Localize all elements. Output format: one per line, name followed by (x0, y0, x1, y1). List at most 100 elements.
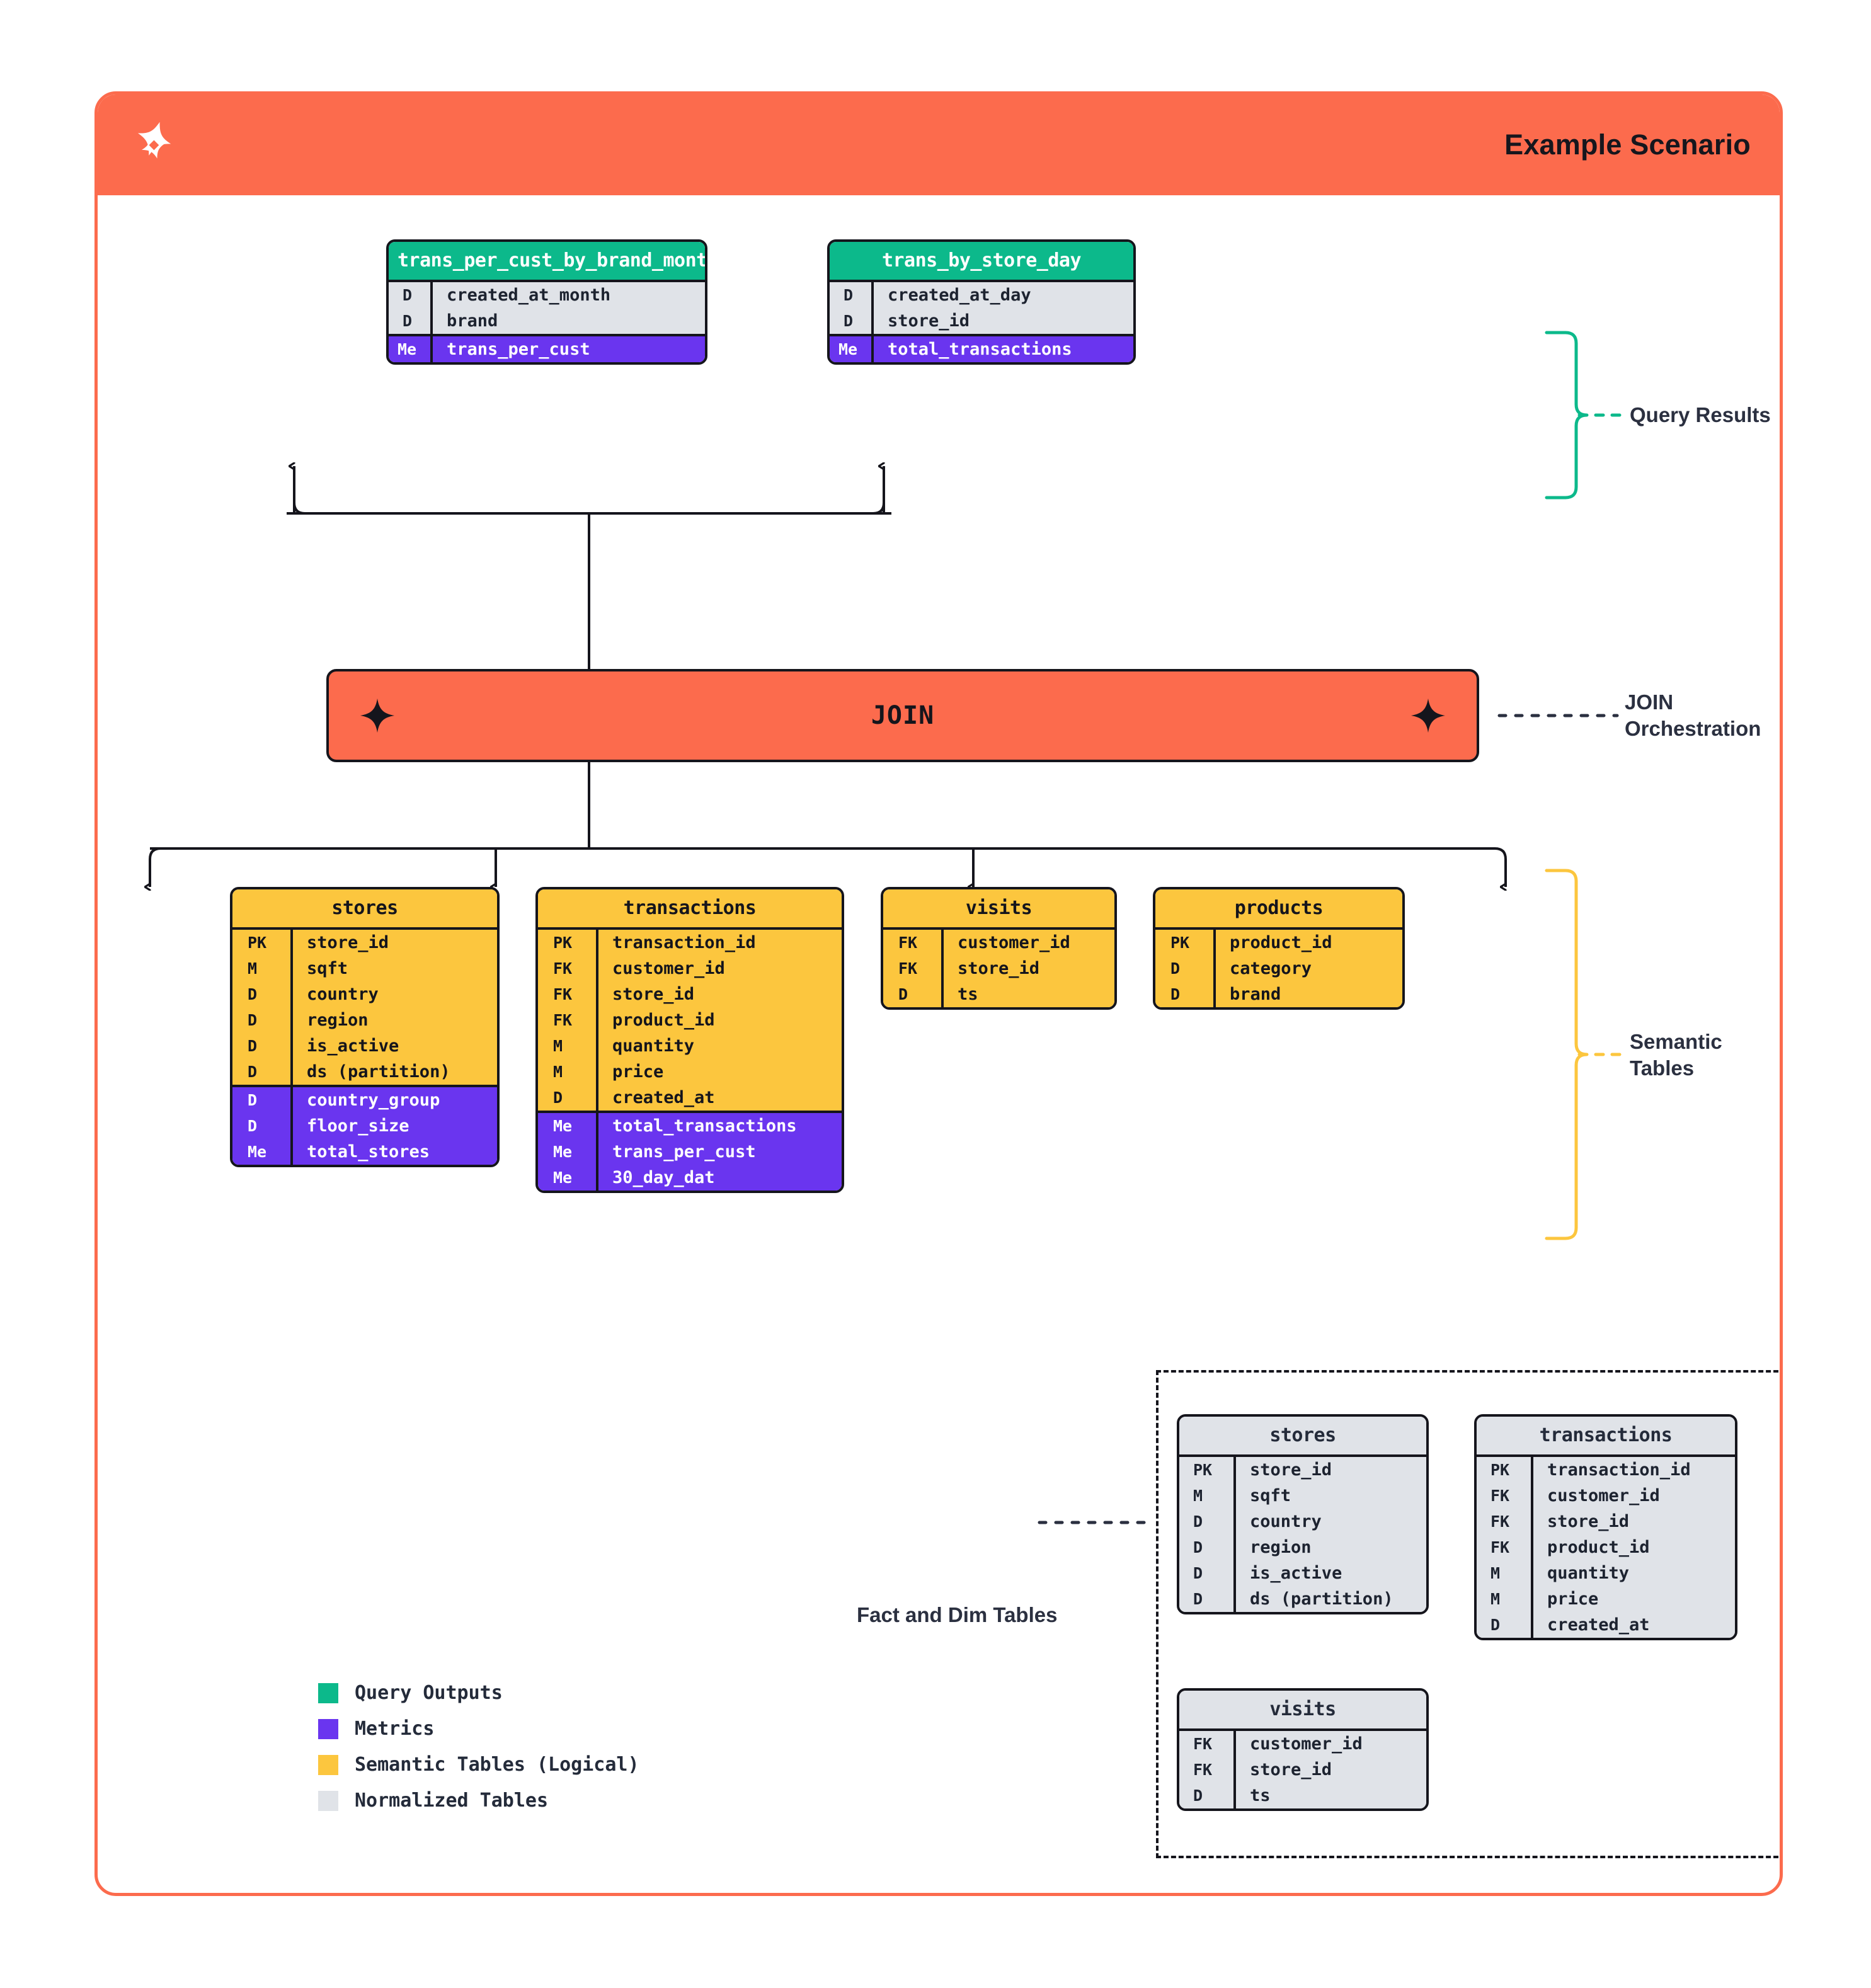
row-name: region (290, 1007, 497, 1033)
row-tag: D (248, 1117, 258, 1135)
table-row: D store_id (830, 308, 1133, 334)
row-name: country (290, 981, 497, 1007)
legend-item: Metrics (318, 1718, 639, 1740)
row-name: price (596, 1059, 842, 1085)
row-tag: FK (1193, 1761, 1213, 1779)
annotation-semantic-tables: Semantic Tables (1630, 1030, 1722, 1080)
table-title: stores (1179, 1417, 1426, 1457)
row-tag: Me (398, 340, 417, 358)
row-name: created_at_day (871, 282, 1133, 308)
table-row: PK transaction_id (538, 930, 842, 956)
row-name: product_id (1531, 1534, 1735, 1560)
row-tag: Me (553, 1168, 573, 1187)
row-name: category (1213, 956, 1402, 981)
row-tag: D (553, 1088, 563, 1107)
row-tag: Me (553, 1143, 573, 1161)
row-tag: D (403, 286, 413, 304)
row-tag: Me (553, 1117, 573, 1135)
row-tag: M (1491, 1564, 1501, 1582)
legend-item: Semantic Tables (Logical) (318, 1754, 639, 1776)
dimension-section: D created_at_day D store_id (830, 282, 1133, 334)
row-name: brand (430, 308, 705, 334)
row-tag: M (553, 1037, 563, 1055)
row-name: store_id (596, 981, 842, 1007)
table-row: D created_at_day (830, 282, 1133, 308)
legend-label: Metrics (355, 1718, 435, 1740)
query-result-table-trans-by-store-day[interactable]: trans_by_store_day D created_at_day D st… (827, 239, 1136, 365)
row-tag: D (898, 985, 908, 1003)
row-tag: D (1193, 1786, 1203, 1805)
row-name: customer_id (941, 930, 1114, 956)
row-name: transaction_id (596, 930, 842, 956)
row-name: brand (1213, 981, 1402, 1007)
annotation-join-orchestration: JOIN Orchestration (1625, 690, 1761, 740)
row-tag: M (248, 959, 258, 978)
row-tag: FK (898, 959, 918, 978)
row-tag: D (248, 1011, 258, 1029)
row-tag: Me (838, 340, 858, 358)
semantic-table-transactions[interactable]: transactions PK transaction_id FK customer… (535, 887, 844, 1193)
query-result-table-trans-per-cust-by-brand-month[interactable]: trans_per_cust_by_brand_month D created_… (386, 239, 707, 365)
legend-label: Semantic Tables (Logical) (355, 1754, 639, 1776)
join-orchestration-bar[interactable]: JOIN (326, 669, 1479, 762)
table-row: PK product_id (1155, 930, 1402, 956)
row-name: quantity (1531, 1560, 1735, 1586)
row-name: ds (partition) (1233, 1586, 1426, 1612)
row-tag: PK (553, 934, 573, 952)
table-title: transactions (538, 889, 842, 930)
row-name: customer_id (596, 956, 842, 981)
row-name: product_id (1213, 930, 1402, 956)
row-name: trans_per_cust (430, 336, 705, 362)
dimension-section: D created_at_month D brand (389, 282, 705, 334)
row-tag: D (248, 1037, 258, 1055)
row-tag: FK (553, 1011, 573, 1029)
row-name: store_id (290, 930, 497, 956)
row-name: floor_size (290, 1113, 497, 1139)
row-tag: FK (1193, 1735, 1213, 1753)
row-name: created_at (596, 1085, 842, 1111)
row-tag: D (248, 1091, 258, 1109)
row-tag: D (248, 1063, 258, 1081)
row-name: total_stores (290, 1139, 497, 1165)
row-tag: PK (1170, 934, 1190, 952)
row-tag: Me (248, 1143, 267, 1161)
row-tag: PK (1193, 1461, 1213, 1479)
row-name: customer_id (1531, 1483, 1735, 1509)
row-tag: PK (1491, 1461, 1510, 1479)
row-name: sqft (1233, 1483, 1426, 1509)
